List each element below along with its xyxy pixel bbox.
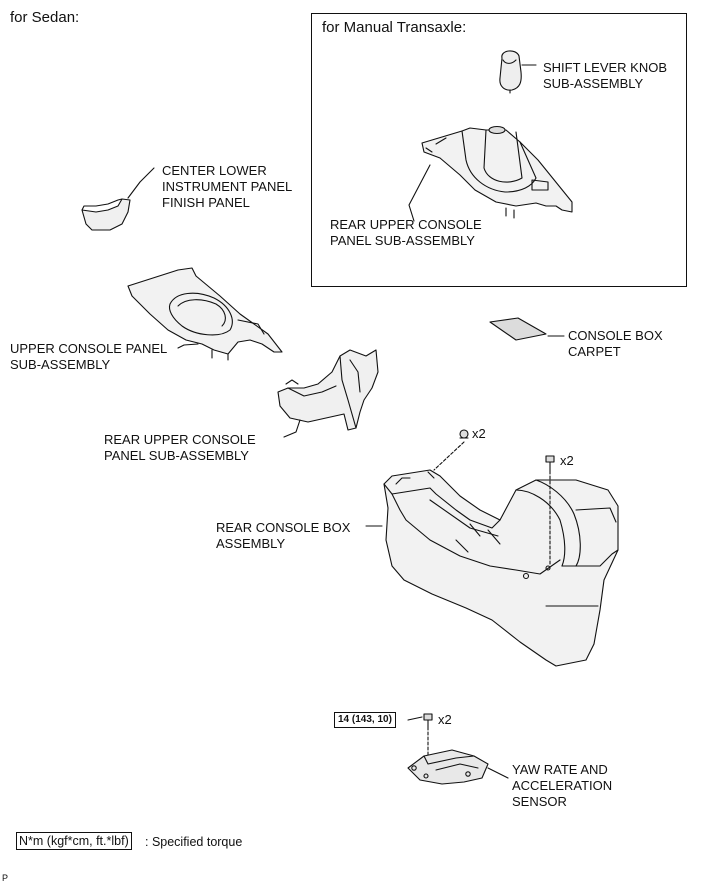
shift-lever-knob-part xyxy=(499,50,522,94)
footer-code: P xyxy=(2,873,9,883)
label-center-lower-panel: CENTER LOWER INSTRUMENT PANEL FINISH PAN… xyxy=(162,163,293,210)
label-rear-upper-inset: REAR UPPER CONSOLE PANEL SUB-ASSEMBLY xyxy=(330,217,482,248)
label-upper-console-panel: UPPER CONSOLE PANEL SUB-ASSEMBLY xyxy=(10,341,168,372)
label-rear-console-box: REAR CONSOLE BOX ASSEMBLY xyxy=(216,520,351,551)
legend-unit-box: N*m (kgf*cm, ft.*lbf) xyxy=(16,832,132,850)
clip-part xyxy=(459,429,469,439)
rear-console-box-part xyxy=(383,469,619,667)
clip-quantity: x2 xyxy=(472,426,486,441)
leader-yaw-sensor xyxy=(487,767,509,779)
torque-value-box: 14 (143, 10) xyxy=(334,712,396,728)
label-console-box-carpet: CONSOLE BOX CARPET xyxy=(568,328,663,359)
legend-text: : Specified torque xyxy=(145,835,243,849)
variant-label: for Sedan: xyxy=(10,9,80,26)
leader-rear-upper-inset xyxy=(408,164,431,222)
center-lower-finish-panel-part xyxy=(81,198,131,231)
torque-leader xyxy=(407,716,423,721)
yaw-rate-sensor-part xyxy=(407,749,489,785)
clip-dashed-line xyxy=(433,441,465,471)
label-yaw-rate-sensor: YAW RATE AND ACCELERATION SENSOR xyxy=(512,762,613,809)
rear-upper-console-part xyxy=(277,349,379,431)
leader-rear-upper xyxy=(283,419,301,438)
sensor-bolt-part xyxy=(423,713,433,731)
sensor-bolt-quantity: x2 xyxy=(438,712,452,727)
manual-transaxle-inset-frame xyxy=(311,13,687,287)
upper-console-panel-part xyxy=(127,267,283,361)
leader-center-lower xyxy=(127,167,155,199)
bolt-part xyxy=(545,455,555,475)
label-shift-lever-knob: SHIFT LEVER KNOB SUB-ASSEMBLY xyxy=(543,60,668,91)
inset-title: for Manual Transaxle: xyxy=(322,19,467,36)
bolt-quantity: x2 xyxy=(560,453,574,468)
console-box-carpet-part xyxy=(489,317,547,341)
rear-upper-console-inset-part xyxy=(421,125,573,219)
label-rear-upper-console: REAR UPPER CONSOLE PANEL SUB-ASSEMBLY xyxy=(104,432,256,463)
leader-upper-console xyxy=(177,343,199,349)
